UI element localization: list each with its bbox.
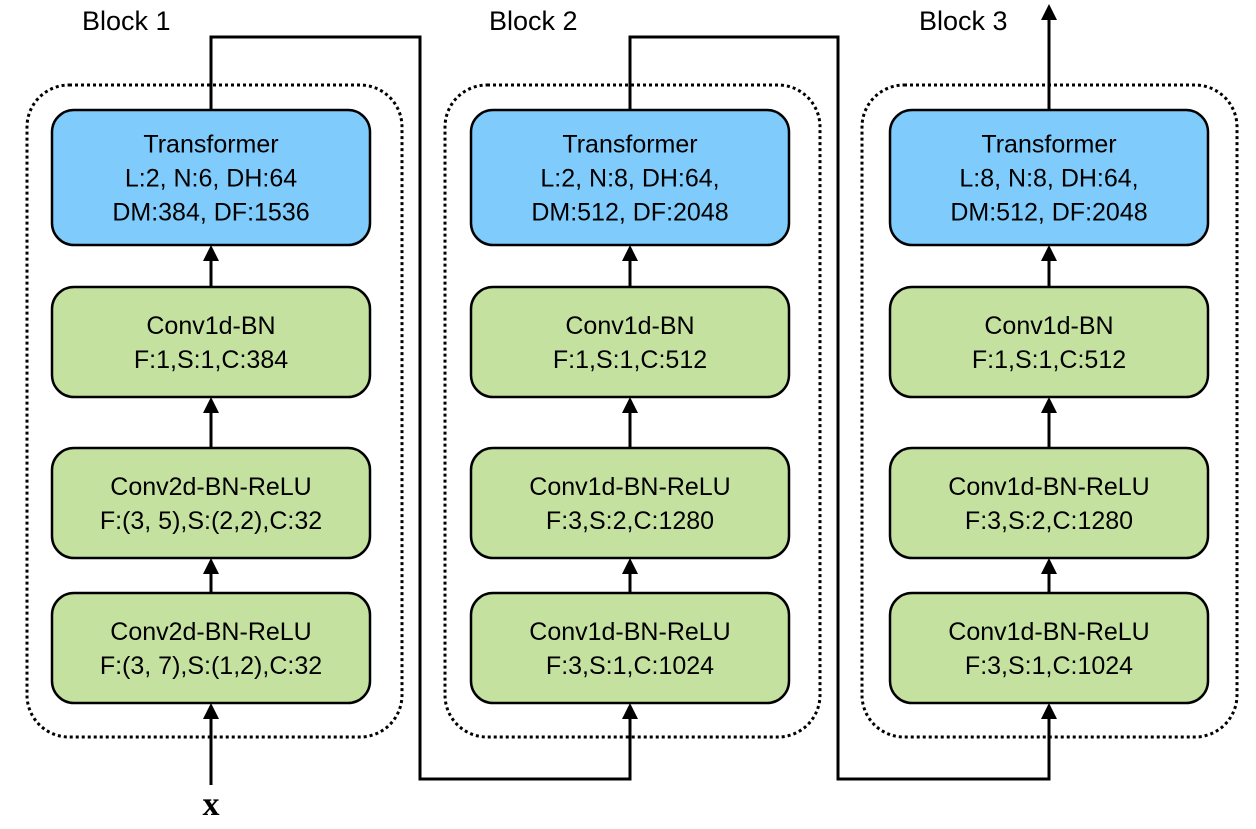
layer-arrow-head: [622, 245, 638, 261]
input-arrow-head: [203, 703, 219, 719]
layer-arrow-head: [622, 397, 638, 413]
block3-input-arrow-head: [1041, 703, 1057, 719]
layer-box: [888, 285, 1210, 399]
conv-layer: Conv2d-BN-ReLU F:(3, 7),S:(1,2),C:32: [50, 591, 372, 705]
conv-layer: Conv1d-BN-ReLU F:3,S:2,C:1280: [469, 446, 791, 560]
layer-arrow-head: [203, 558, 219, 574]
connection-wires: [203, 4, 1057, 785]
input-x-label: x: [203, 786, 220, 823]
layer-params: F:(3, 5),S:(2,2),C:32: [100, 507, 322, 535]
layer-box: [888, 446, 1210, 560]
layer-arrow-head: [1041, 245, 1057, 261]
layer-params: L:2, N:8, DH:64,: [540, 165, 719, 193]
layer-name: Transformer: [562, 131, 697, 159]
layer-params: F:3,S:1,C:1024: [546, 652, 714, 680]
layer-name: Conv2d-BN-ReLU: [110, 473, 311, 501]
layer-params: F:3,S:1,C:1024: [965, 652, 1133, 680]
layer-name: Conv1d-BN-ReLU: [948, 618, 1149, 646]
layer-params: F:1,S:1,C:512: [972, 346, 1126, 374]
layer-params: F:(3, 7),S:(1,2),C:32: [100, 652, 322, 680]
layer-params: DM:512, DF:2048: [950, 199, 1147, 227]
layer-name: Transformer: [143, 131, 278, 159]
layer-box: [469, 591, 791, 705]
layer-name: Conv1d-BN-ReLU: [948, 473, 1149, 501]
layer-params: L:2, N:6, DH:64: [125, 165, 297, 193]
layer-params: DM:512, DF:2048: [531, 199, 728, 227]
block1-to-block2-connector: [209, 35, 632, 781]
layer-name: Conv2d-BN-ReLU: [110, 618, 311, 646]
conv-layer: Conv1d-BN F:1,S:1,C:512: [888, 285, 1210, 399]
layer-box: [469, 446, 791, 560]
layer-box: [50, 446, 372, 560]
block-title: Block 3: [919, 6, 1008, 36]
output-arrow-head: [1041, 4, 1057, 20]
block-title: Block 1: [82, 6, 171, 36]
layer-box: [50, 591, 372, 705]
block-container: [443, 83, 822, 739]
layer-params: L:8, N:8, DH:64,: [959, 165, 1138, 193]
layer-name: Conv1d-BN-ReLU: [529, 473, 730, 501]
layer-name: Conv1d-BN: [146, 312, 275, 340]
conv-layer: Conv1d-BN-ReLU F:3,S:2,C:1280: [888, 446, 1210, 560]
layer-name: Conv1d-BN: [984, 312, 1113, 340]
conv-layer: Conv2d-BN-ReLU F:(3, 5),S:(2,2),C:32: [50, 446, 372, 560]
conv-layer: Conv1d-BN-ReLU F:3,S:1,C:1024: [888, 591, 1210, 705]
layer-arrow-head: [622, 558, 638, 574]
layer-name: Transformer: [981, 131, 1116, 159]
layer-arrow-head: [1041, 558, 1057, 574]
layer-box: [469, 285, 791, 399]
block-container: [860, 83, 1239, 739]
layer-params: F:1,S:1,C:512: [553, 346, 707, 374]
block2-input-arrow-head: [622, 703, 638, 719]
conv-layer: Conv1d-BN F:1,S:1,C:384: [50, 285, 372, 399]
block-title: Block 2: [489, 6, 578, 36]
block2-to-block3-connector: [628, 35, 1051, 781]
layer-params: F:3,S:2,C:1280: [546, 507, 714, 535]
layer-box: [888, 591, 1210, 705]
layer-params: DM:384, DF:1536: [112, 199, 309, 227]
layer-arrow-head: [203, 397, 219, 413]
layer-params: F:3,S:2,C:1280: [965, 507, 1133, 535]
layer-arrow-head: [1041, 397, 1057, 413]
layer-params: F:1,S:1,C:384: [134, 346, 288, 374]
layer-arrow-head: [203, 245, 219, 261]
conv-layer: Conv1d-BN F:1,S:1,C:512: [469, 285, 791, 399]
layer-name: Conv1d-BN-ReLU: [529, 618, 730, 646]
conv-layer: Conv1d-BN-ReLU F:3,S:1,C:1024: [469, 591, 791, 705]
layer-name: Conv1d-BN: [565, 312, 694, 340]
block-container: [25, 83, 404, 739]
layer-box: [50, 285, 372, 399]
